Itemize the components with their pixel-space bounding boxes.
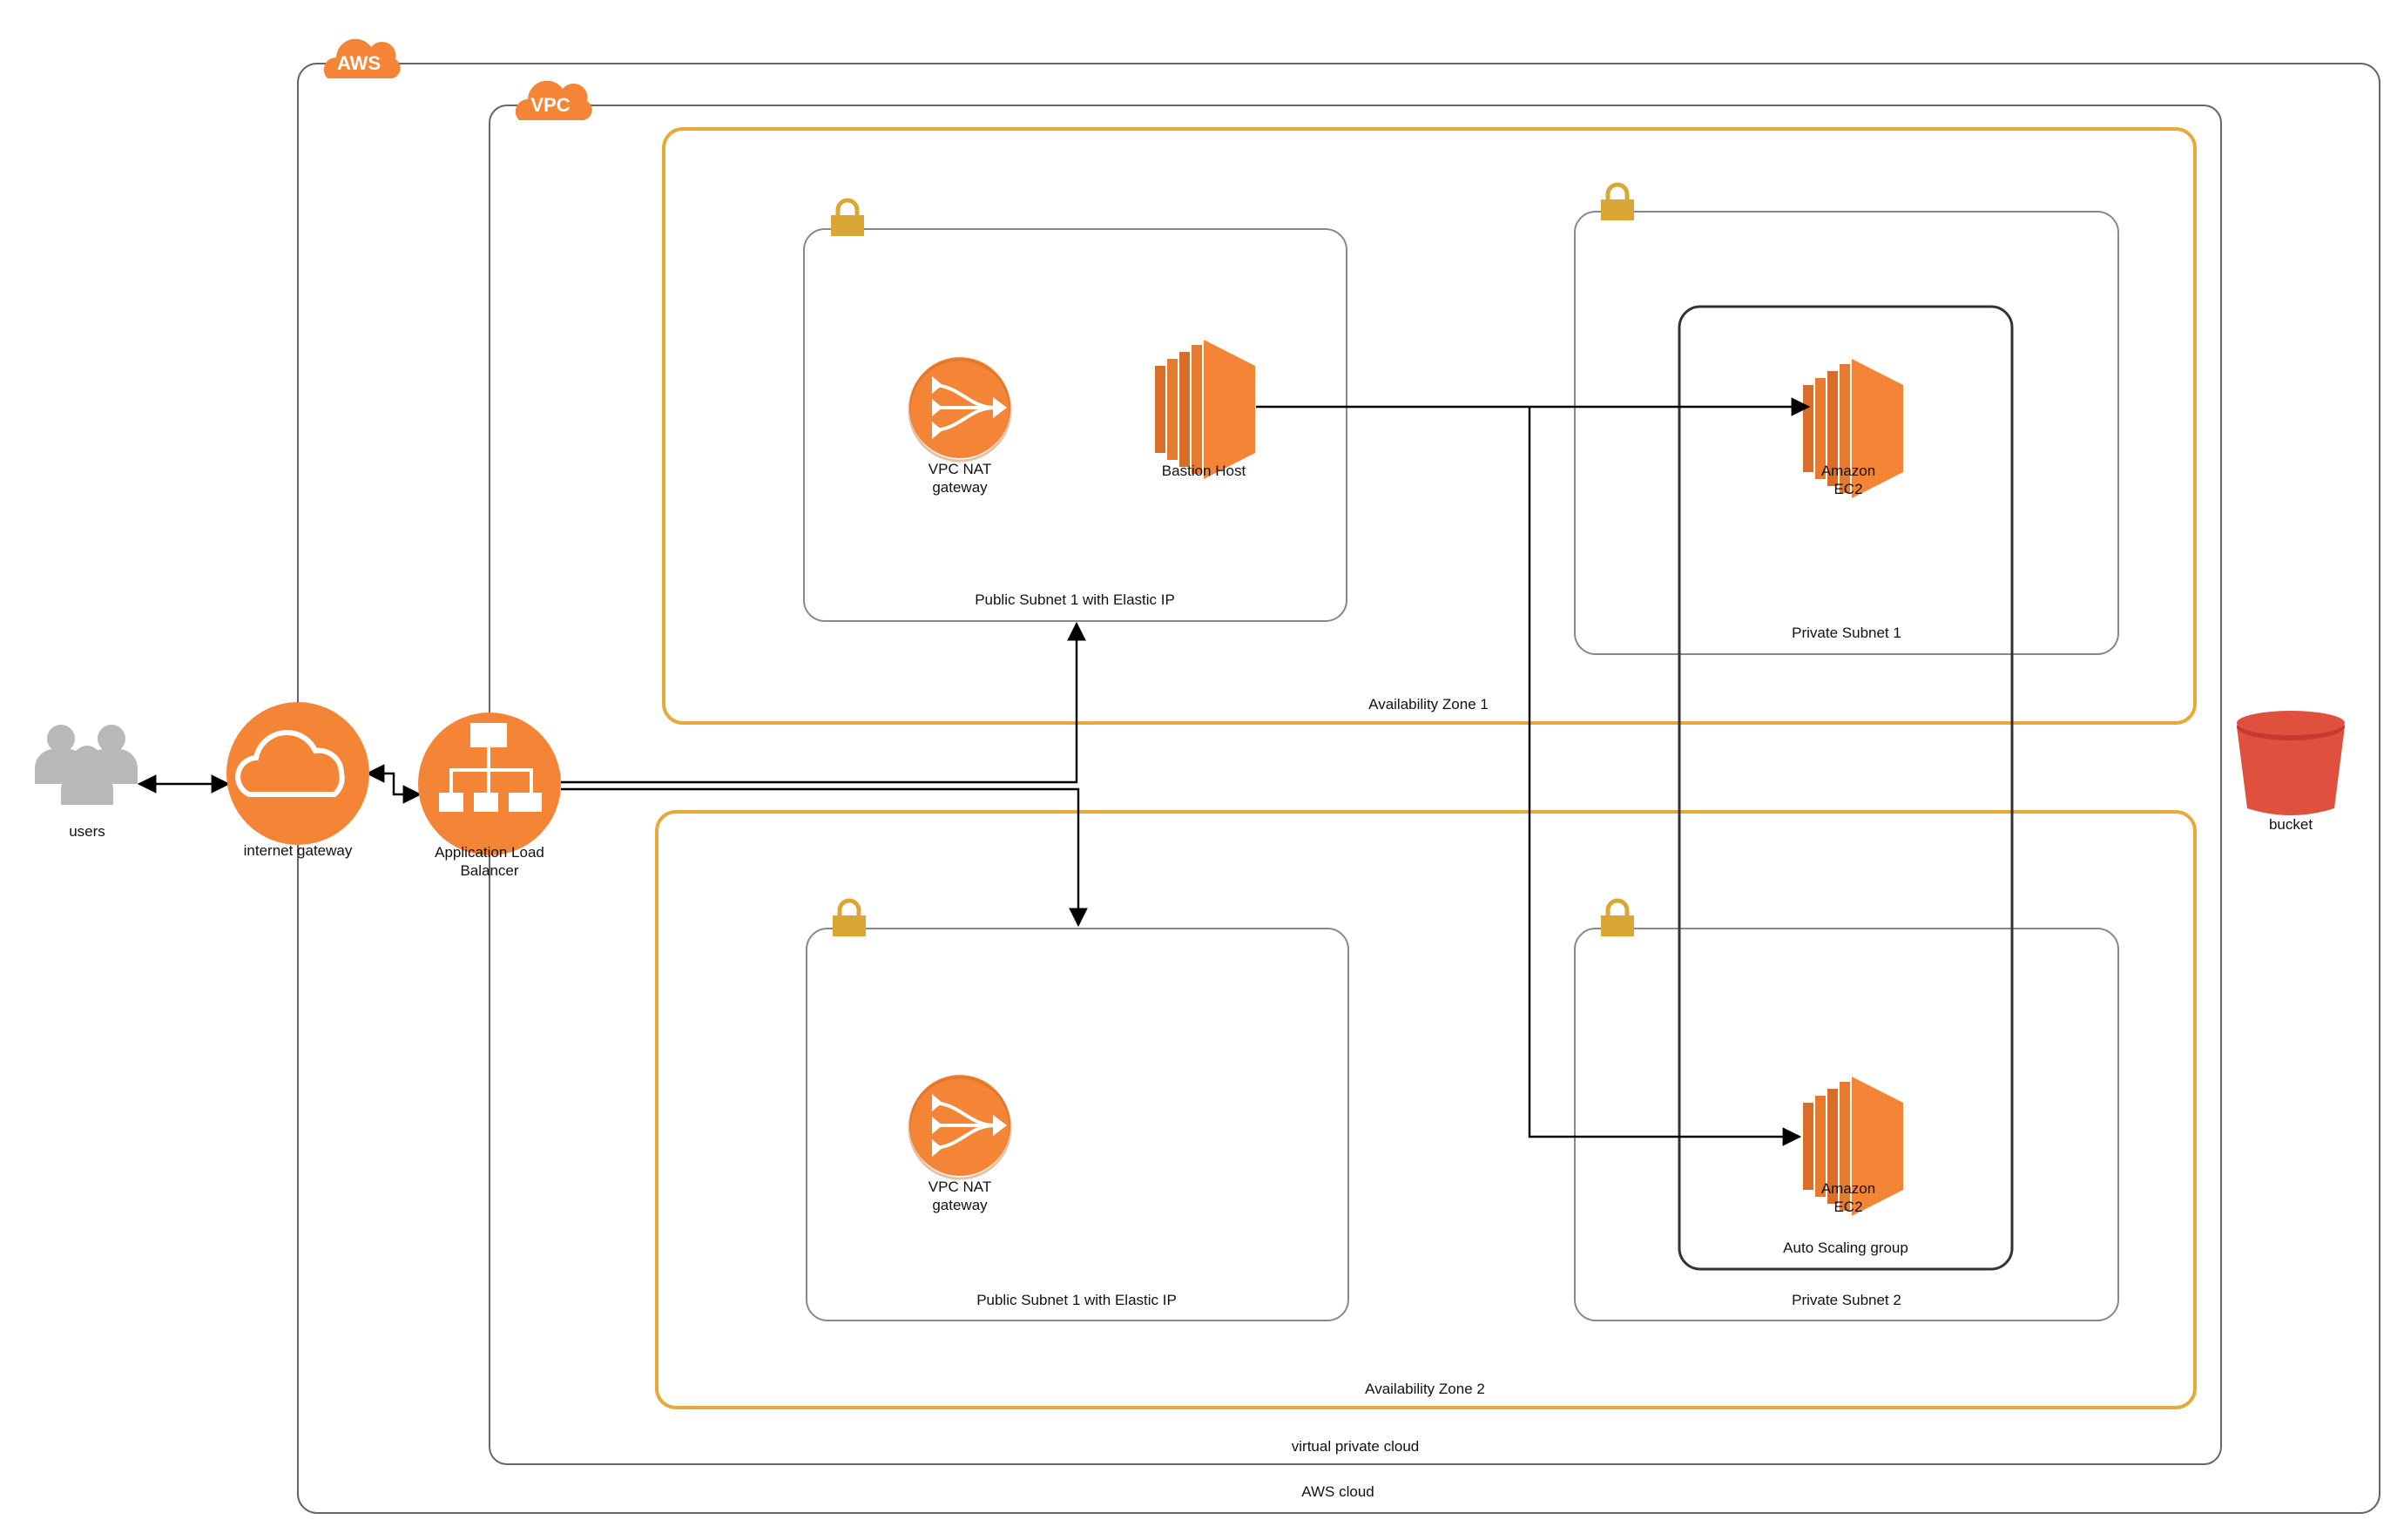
aws-tag-cloud-icon <box>323 38 401 78</box>
users-icon <box>35 725 138 805</box>
public-subnet-1-label: Public Subnet 1 with Elastic IP <box>975 591 1175 608</box>
private-subnet-2-label: Private Subnet 2 <box>1792 1292 1901 1308</box>
load-balancer-icon[interactable] <box>418 713 561 855</box>
availability-zone-1 <box>662 127 2197 725</box>
public-subnet-2-box <box>806 928 1349 1321</box>
vpc-boundary <box>489 105 2222 1465</box>
vpc-tag-cloud-icon <box>515 80 592 120</box>
users-label: users <box>69 823 105 840</box>
load-balancer-label: Application Load Balancer <box>435 844 544 879</box>
vpc-tag-label: VPC <box>530 94 571 116</box>
bucket-label: bucket <box>2268 816 2313 833</box>
connector-lines <box>137 397 1811 1146</box>
nat-gateway-icon[interactable] <box>908 1073 1012 1180</box>
nat-gateway-2-label: VPC NAT gateway <box>928 1179 992 1213</box>
lock-icon <box>833 901 866 936</box>
availability-zone-2-label: Availability Zone 2 <box>1365 1381 1485 1397</box>
private-subnet-1-label: Private Subnet 1 <box>1792 625 1901 641</box>
nat-gateway-1-label: VPC NAT gateway <box>928 461 992 496</box>
availability-zone-1-label: Availability Zone 1 <box>1368 696 1489 713</box>
internet-gateway-icon[interactable] <box>226 702 369 845</box>
aws-cloud-label: AWS cloud <box>1301 1483 1374 1500</box>
aws-tag-label: AWS <box>336 52 382 74</box>
lock-icon <box>1601 185 1634 220</box>
public-subnet-1-box <box>803 228 1347 622</box>
lock-icon <box>1601 901 1634 936</box>
bastion-host-ec2-icon[interactable] <box>1155 340 1255 479</box>
availability-zone-2 <box>655 810 2197 1409</box>
private-subnet-1-box <box>1574 211 2119 655</box>
private-subnet-2-box <box>1574 928 2119 1321</box>
internet-gateway-label: internet gateway <box>243 842 353 859</box>
ec2-1-label: Amazon EC2 <box>1820 463 1876 497</box>
nat-gateway-icon[interactable] <box>908 355 1012 463</box>
vpc-label: virtual private cloud <box>1291 1438 1420 1455</box>
s3-bucket-icon <box>2237 711 2345 815</box>
ec2-2-label: Amazon EC2 <box>1820 1180 1876 1215</box>
auto-scaling-group-label: Auto Scaling group <box>1783 1239 1908 1256</box>
auto-scaling-group-box <box>1678 305 2014 1271</box>
bastion-host-label: Bastion Host <box>1161 463 1246 479</box>
public-subnet-2-label: Public Subnet 1 with Elastic IP <box>976 1292 1177 1308</box>
lock-icon <box>831 200 864 236</box>
